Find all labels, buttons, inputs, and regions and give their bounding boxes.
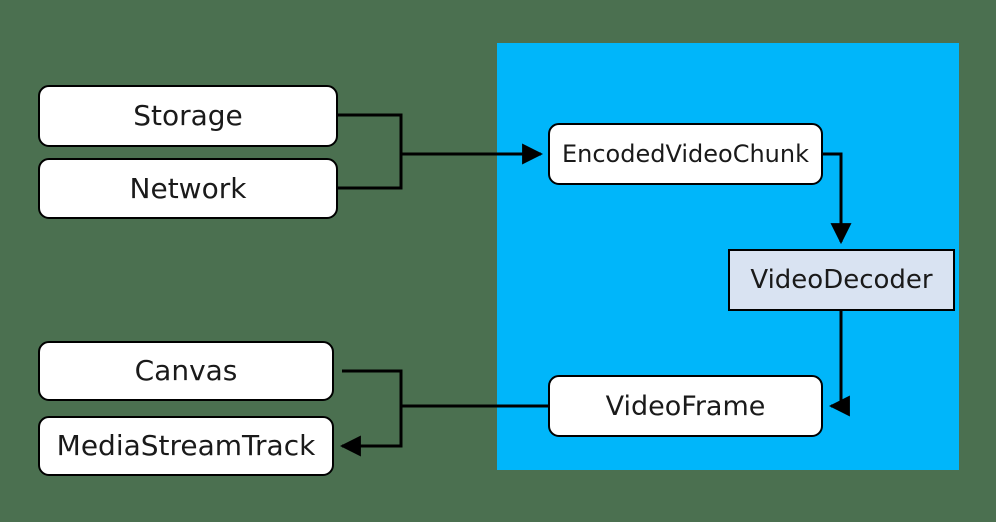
node-media-stream-track[interactable]: MediaStreamTrack [38,416,334,476]
node-canvas-label: Canvas [134,354,238,387]
edge-frame-to-sinks [339,406,403,457]
node-network-label: Network [129,171,247,205]
edge-chunk-to-decoder [823,152,852,245]
node-canvas[interactable]: Canvas [38,341,334,401]
edge-frame-to-sinks [342,369,548,408]
edge-decoder-to-frame [828,311,850,417]
node-encoded-video-chunk[interactable]: EncodedVideoChunk [548,123,823,185]
node-storage[interactable]: Storage [38,85,338,147]
node-encoded-video-chunk-label: EncodedVideoChunk [561,140,810,168]
node-video-frame-label: VideoFrame [605,390,766,422]
node-video-decoder-label: VideoDecoder [750,265,933,295]
node-video-decoder[interactable]: VideoDecoder [728,249,955,311]
edge-sources-to-chunk [338,113,403,154]
node-video-frame[interactable]: VideoFrame [548,375,823,437]
node-network[interactable]: Network [38,158,338,219]
node-media-stream-track-label: MediaStreamTrack [56,429,316,462]
edge-sources-to-chunk [338,154,403,190]
node-storage-label: Storage [133,99,243,132]
